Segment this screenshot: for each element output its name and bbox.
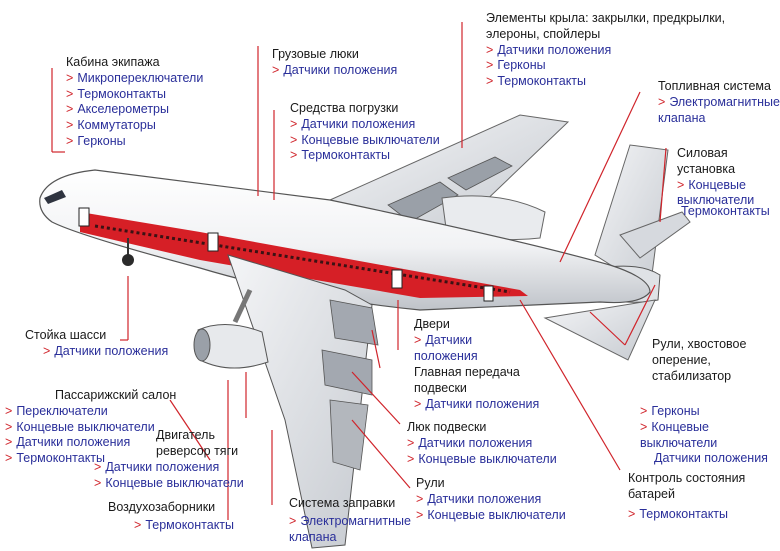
- list-item: >Переключатели: [5, 403, 108, 418]
- label-engine-title: Двигатель реверсор тяги: [156, 428, 239, 458]
- list-item: >Электромагнитные клапана: [658, 94, 780, 125]
- list-item: >Герконы: [486, 58, 546, 73]
- label-fuel-title: Топливная система: [658, 79, 771, 93]
- window-row: [94, 224, 511, 294]
- label-rudders-tail: Рули, хвостовое оперение, стабилизатор: [652, 337, 746, 384]
- label-gear-title: Стойка шасси: [25, 328, 107, 342]
- door-rear: [391, 269, 403, 289]
- list-item: Термоконтакты: [681, 204, 770, 218]
- label-power-title: Силовая установка: [677, 146, 736, 176]
- label-wing-elements: Элементы крыла: закрылки, предкрылки, эл…: [486, 11, 725, 90]
- list-item: >Термоконтакты: [66, 86, 167, 101]
- list-item: >Датчики положения: [5, 435, 131, 450]
- label-tail-sensors: >Герконы >Концевые выключатели Датчики п…: [640, 404, 768, 467]
- list-item: >Термоконтакты: [486, 74, 587, 89]
- lower-wing-slats: [329, 399, 369, 471]
- list-item: >Микропереключатели: [66, 70, 204, 85]
- label-passenger-cabin: Пассарижский салон >Переключатели >Конце…: [5, 388, 176, 467]
- label-cockpit: Кабина экипажа >Микропереключатели >Терм…: [66, 55, 203, 150]
- list-item: >Коммутаторы: [66, 118, 156, 133]
- list-item: >Концевые выключатели: [677, 177, 755, 208]
- label-cockpit-items: >Микропереключатели >Термоконтакты >Аксе…: [66, 71, 203, 150]
- label-battery: Контроль состояния батарей >Термоконтакт…: [628, 471, 745, 522]
- label-loading-equipment: Средства погрузки >Датчики положения >Ко…: [290, 101, 440, 164]
- label-intakes-title: Воздухозаборники: [108, 500, 216, 514]
- list-item: >Акселерометры: [66, 102, 169, 117]
- list-item: >Датчики положения: [486, 42, 612, 57]
- fuselage: [39, 169, 651, 311]
- list-item: >Датчики положения: [290, 116, 416, 131]
- list-item: >Электромагнитные клапана: [289, 513, 411, 544]
- label-cargo-title: Грузовые люки: [272, 47, 359, 61]
- list-item: >Датчики положения: [43, 343, 169, 358]
- leader-lines: [51, 22, 667, 520]
- lower-wing-flaps: [321, 299, 379, 396]
- label-doors-title: Двери: [414, 317, 450, 331]
- list-item: >Датчики положения: [414, 332, 478, 363]
- label-thrust-reverser-items: >Датчики положения >Концевые выключатели: [94, 460, 244, 492]
- label-power-unit: Силовая установка >Концевые выключатели: [677, 146, 754, 209]
- list-item: >Датчики положения: [414, 396, 540, 411]
- list-item: >Герконы: [640, 404, 700, 418]
- label-loading-title: Средства погрузки: [290, 101, 399, 115]
- label-power-extra: Термоконтакты: [681, 204, 770, 220]
- label-fuel-system: Топливная система >Электромагнитные клап…: [658, 79, 780, 126]
- list-item: >Концевые выключатели: [640, 419, 718, 450]
- list-item: >Концевые выключатели: [5, 419, 155, 434]
- list-item: >Датчики положения: [94, 460, 220, 474]
- label-hatch: Люк подвески >Датчики положения >Концевы…: [407, 420, 557, 467]
- engine-pylon: [232, 288, 253, 324]
- label-main-gear: Главная передача подвески >Датчики полож…: [414, 365, 539, 412]
- lower-engine-intake: [193, 328, 211, 362]
- label-hatch-title: Люк подвески: [407, 420, 487, 434]
- list-item: >Концевые выключатели: [407, 451, 557, 466]
- list-item: >Термоконтакты: [290, 148, 391, 163]
- list-item: >Концевые выключатели: [94, 475, 244, 490]
- label-doors: Двери >Датчики положения: [414, 317, 478, 364]
- horizontal-stabilizer-upper: [619, 211, 691, 259]
- door-front: [78, 207, 90, 227]
- door-aft: [483, 285, 494, 302]
- label-landing-gear: Стойка шасси >Датчики положения: [25, 328, 168, 360]
- list-item: >Термоконтакты: [5, 451, 106, 466]
- horizontal-stabilizer-lower: [543, 299, 656, 361]
- label-air-intakes: Воздухозаборники >Термоконтакты: [108, 500, 234, 534]
- lower-engine: [197, 323, 269, 369]
- list-item: >Концевые выключатели: [290, 132, 440, 147]
- label-cockpit-title: Кабина экипажа: [66, 55, 160, 69]
- label-wing-title: Элементы крыла: закрылки, предкрылки, эл…: [486, 11, 726, 41]
- list-item: >Датчики положения: [407, 435, 533, 450]
- label-cabin-title: Пассарижский салон: [55, 388, 177, 402]
- label-refueling: Система заправки >Электромагнитные клапа…: [289, 496, 411, 545]
- label-main-gear-title: Главная передача подвески: [414, 365, 520, 395]
- list-item: Датчики положения: [654, 451, 768, 466]
- label-cargo-hatches: Грузовые люки >Датчики положения: [272, 47, 397, 79]
- list-item: >Термоконтакты: [628, 506, 729, 521]
- list-item: >Термоконтакты: [134, 517, 235, 532]
- label-rudders-low-title: Рули: [416, 476, 445, 490]
- list-item: >Концевые выключатели: [416, 507, 566, 522]
- list-item: >Герконы: [66, 133, 126, 148]
- door-mid: [207, 232, 219, 252]
- label-thrust-reverser: Двигатель реверсор тяги: [156, 428, 238, 460]
- label-rudders-low: Рули >Датчики положения >Концевые выключ…: [416, 476, 566, 523]
- label-battery-title: Контроль состояния батарей: [628, 471, 746, 501]
- label-rudders-title: Рули, хвостовое оперение, стабилизатор: [652, 337, 747, 383]
- nose-gear-wheel: [122, 254, 134, 266]
- label-refuel-title: Система заправки: [289, 496, 396, 510]
- cockpit-windows: [44, 190, 66, 204]
- list-item: >Датчики положения: [272, 62, 398, 77]
- list-item: >Датчики положения: [416, 491, 542, 506]
